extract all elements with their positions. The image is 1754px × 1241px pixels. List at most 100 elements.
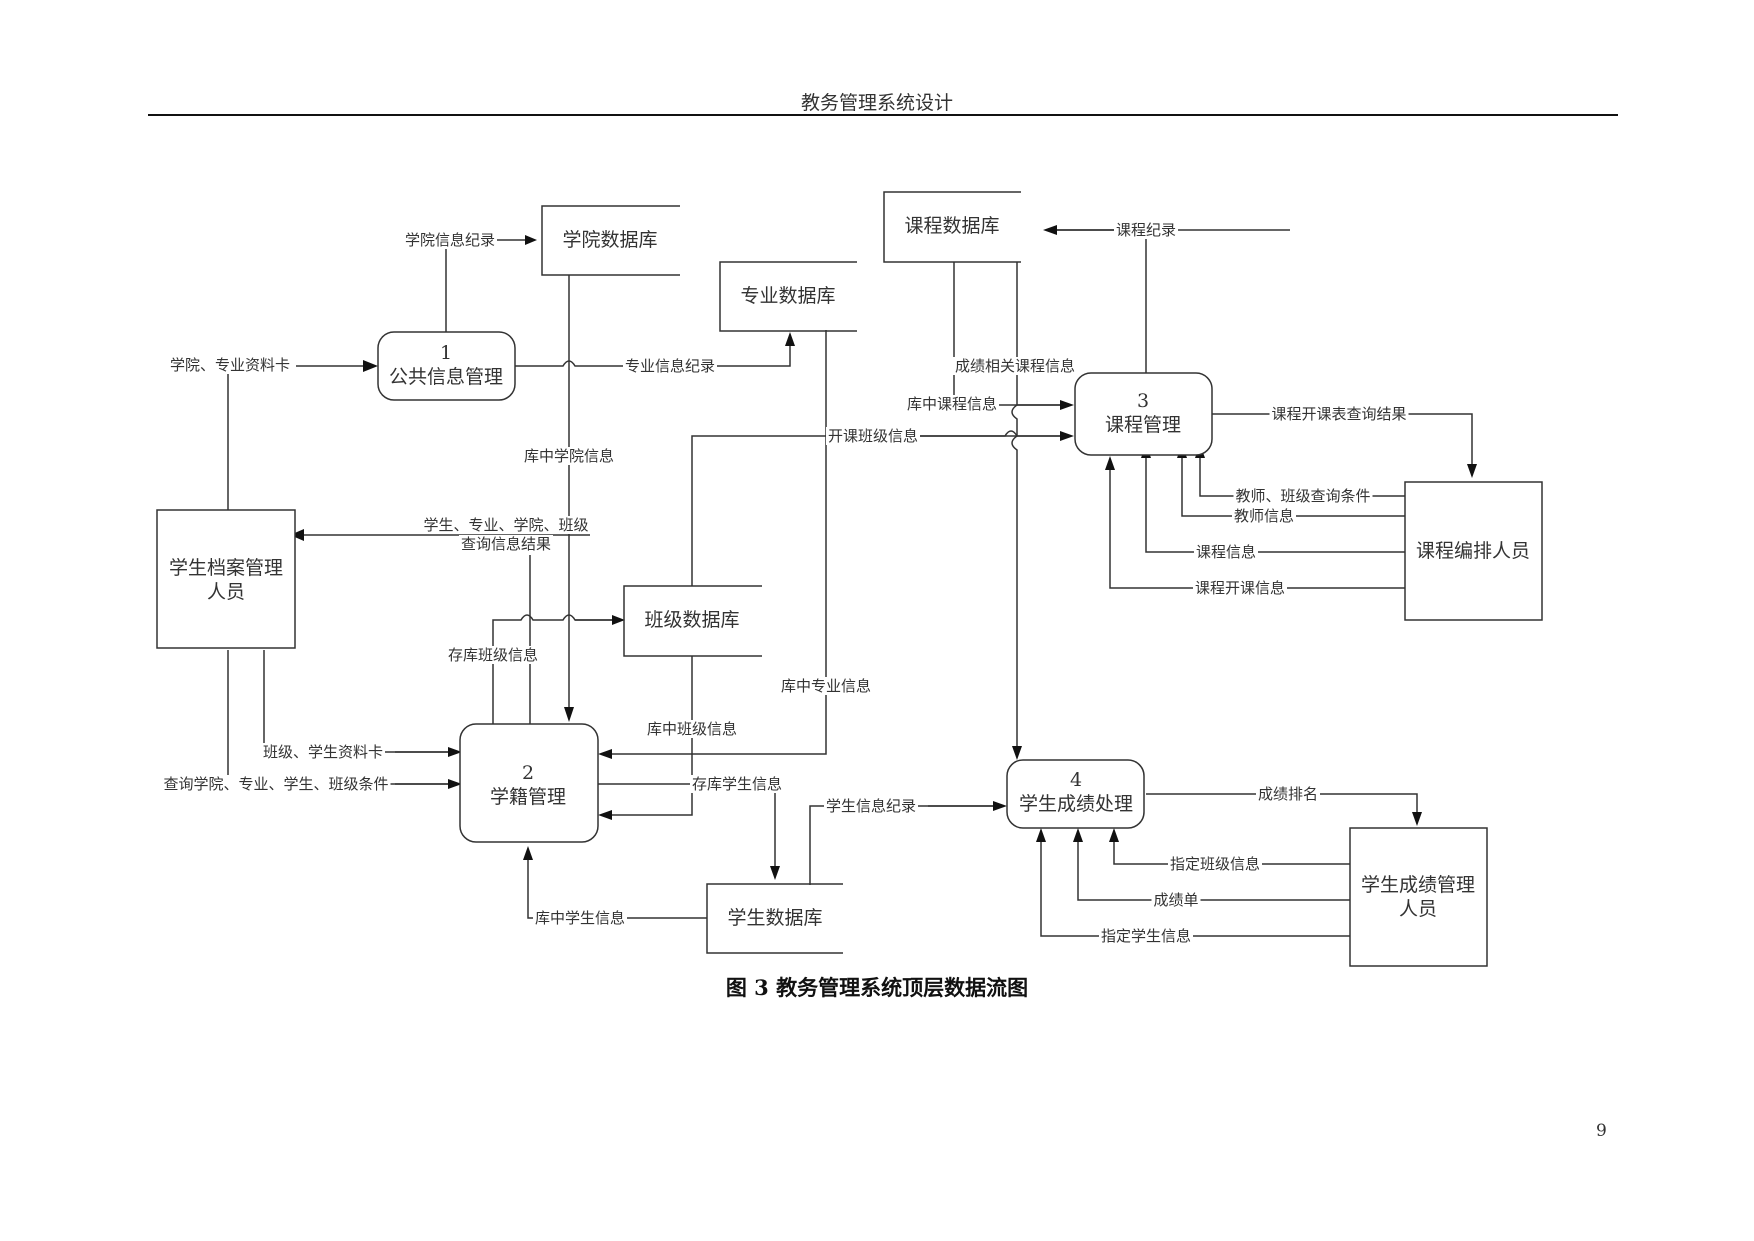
flow-label: 存库学生信息 — [692, 775, 782, 793]
flow-label: 学院、专业资料卡 — [170, 356, 290, 374]
arrow-to-process-2 — [564, 707, 574, 722]
entity-label: 课程编排人员 — [1416, 540, 1530, 562]
arrow-to-process-3 — [1105, 456, 1115, 470]
flow-line — [1146, 793, 1418, 812]
label-backing — [823, 797, 919, 815]
flow-label: 课程开课表查询结果 — [1271, 405, 1406, 423]
label-backing — [778, 677, 874, 695]
label-backing — [1098, 927, 1194, 945]
entity-grade-staff: 学生成绩管理 人员 — [1349, 827, 1488, 967]
label-backing — [1151, 891, 1201, 909]
process-name: 学生成绩处理 — [1019, 793, 1133, 815]
entity-label: 学生档案管理 — [169, 557, 283, 579]
process-name: 课程管理 — [1105, 414, 1181, 436]
store-label: 专业数据库 — [740, 285, 835, 307]
arrow-to-college-db — [525, 235, 537, 245]
flow-line — [263, 650, 450, 753]
flow-label: 课程开课信息 — [1195, 579, 1285, 597]
store-major-db: 专业数据库 — [719, 261, 857, 332]
flow-line — [1181, 456, 1406, 517]
flow-line — [612, 330, 827, 755]
arrow-to-process-2 — [448, 747, 462, 757]
store-label: 课程数据库 — [904, 215, 999, 237]
flow-label: 班级、学生资料卡 — [263, 743, 383, 761]
process-2: 2 学籍管理 — [459, 723, 599, 843]
process-name: 公共信息管理 — [389, 366, 503, 388]
arrow-to-process-3 — [1060, 431, 1074, 441]
flow-line — [1113, 840, 1350, 865]
label-backing — [532, 909, 628, 927]
label-backing — [458, 535, 554, 553]
label-backing — [689, 775, 785, 793]
flow-label: 学院信息纪录 — [405, 231, 495, 249]
flow-line — [1011, 262, 1018, 748]
page-header: 教务管理系统设计 — [800, 92, 953, 114]
arrow-to-process-4 — [1073, 828, 1083, 842]
flow-label: 库中课程信息 — [907, 395, 997, 413]
header-rule — [148, 114, 1618, 116]
arrow-segments — [296, 229, 1290, 807]
page-number: 9 — [1596, 1121, 1607, 1141]
label-backing — [1192, 579, 1288, 597]
label-backing — [1233, 487, 1373, 505]
flow-label: 指定班级信息 — [1170, 855, 1260, 873]
arrow-to-process-2 — [448, 779, 462, 789]
store-label: 学院数据库 — [562, 229, 657, 251]
entity-label: 人员 — [1399, 898, 1437, 920]
flow-label: 学生、专业、学院、班级 — [423, 516, 588, 534]
flow-line — [1077, 840, 1350, 901]
flow-label: 开课班级信息 — [828, 427, 918, 445]
flow-label: 成绩相关课程信息 — [955, 357, 1075, 375]
arrow-to-process-4 — [1036, 828, 1046, 842]
label-backing — [161, 775, 391, 793]
flow-label: 课程信息 — [1196, 543, 1256, 561]
store-label: 班级数据库 — [644, 609, 739, 631]
flow-line — [527, 860, 707, 919]
flow-line — [1055, 229, 1147, 373]
flow-label: 教师信息 — [1234, 507, 1294, 525]
flow-labels: 学院信息纪录 学院、专业资料卡 专业信息纪录 库中学院信息 学生、专业、学院、班… — [161, 221, 1409, 945]
flow-label: 成绩排名 — [1258, 785, 1318, 803]
flow-label: 库中学院信息 — [524, 447, 614, 465]
flow-line — [227, 650, 450, 785]
label-backing — [167, 356, 293, 374]
store-label: 学生数据库 — [727, 907, 822, 929]
arrow-to-process-4 — [1012, 746, 1022, 760]
figure-caption: 图 3 教务管理系统顶层数据流图 — [726, 975, 1028, 1000]
entity-archive-staff: 学生档案管理 人员 — [156, 509, 296, 649]
label-backing — [1269, 405, 1409, 423]
label-backing — [644, 720, 740, 738]
entity-course-staff: 课程编排人员 — [1404, 481, 1543, 621]
label-backing — [1193, 543, 1259, 561]
flow-label: 学生信息纪录 — [826, 797, 916, 815]
arrow-to-process-4 — [993, 801, 1007, 811]
store-student-db: 学生数据库 — [706, 883, 843, 954]
label-backing — [904, 395, 1000, 413]
label-backing — [952, 357, 1078, 375]
flow-label: 库中学生信息 — [535, 909, 625, 927]
label-backing — [1255, 785, 1321, 803]
label-backing — [1167, 855, 1263, 873]
process-3: 3 课程管理 — [1074, 372, 1213, 456]
process-number: 2 — [522, 762, 534, 784]
arrow-to-course-staff — [1467, 464, 1477, 478]
flow-label: 库中班级信息 — [647, 720, 737, 738]
arrow-to-process-3 — [1060, 400, 1074, 410]
process-1: 1 公共信息管理 — [377, 331, 516, 401]
arrow-to-major-db — [785, 332, 795, 346]
flow-line — [809, 805, 995, 885]
arrow-to-process-4 — [1109, 828, 1119, 842]
label-backing — [260, 743, 386, 761]
flow-label: 专业信息纪录 — [625, 357, 715, 375]
flow-label: 查询学院、专业、学生、班级条件 — [163, 775, 388, 793]
store-college-db: 学院数据库 — [541, 205, 680, 276]
arrow-to-archive-staff — [290, 529, 304, 541]
flow-line — [612, 656, 693, 816]
process-number: 4 — [1070, 769, 1082, 791]
arrow-to-process-2 — [598, 810, 612, 820]
entity-label: 人员 — [207, 581, 245, 603]
flow-label: 库中专业信息 — [781, 677, 871, 695]
arrow-to-process-2 — [598, 749, 612, 759]
arrow-to-process-1 — [363, 360, 378, 372]
